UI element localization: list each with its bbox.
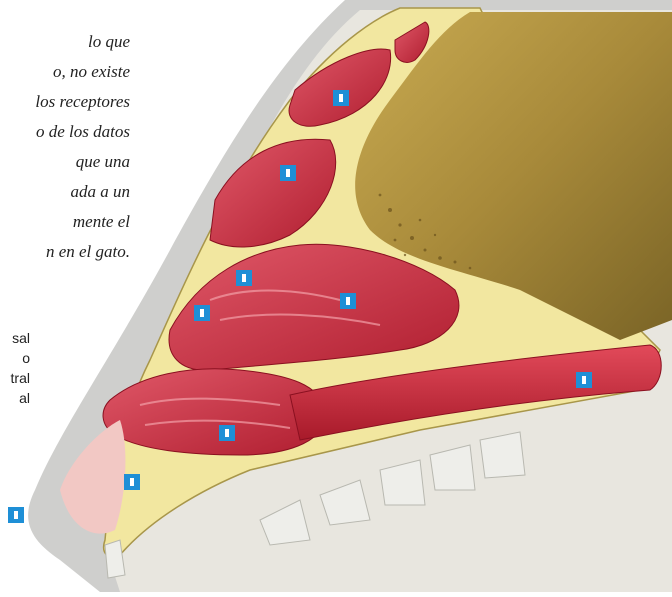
marker-3 — [236, 270, 252, 286]
marker-9 — [8, 507, 24, 523]
marker-4 — [340, 293, 356, 309]
paragraph-line: n en el gato. — [46, 240, 130, 264]
paragraph-line: lo que — [88, 30, 130, 54]
marker-6 — [576, 372, 592, 388]
legend-line: al — [19, 390, 30, 407]
marker-5 — [194, 305, 210, 321]
marker-1 — [333, 90, 349, 106]
paragraph-line: o de los datos — [36, 120, 130, 144]
paragraph-line: ada a un — [71, 180, 131, 204]
marker-7 — [219, 425, 235, 441]
marker-8 — [124, 474, 140, 490]
paragraph-line: o, no existe — [53, 60, 130, 84]
legend-line: sal — [12, 330, 30, 347]
paragraph-line: los receptores — [35, 90, 130, 114]
legend-line: tral — [11, 370, 30, 387]
paragraph-line: mente el — [73, 210, 130, 234]
marker-2 — [280, 165, 296, 181]
legend-line: o — [22, 350, 30, 367]
paragraph-line: que una — [76, 150, 130, 174]
